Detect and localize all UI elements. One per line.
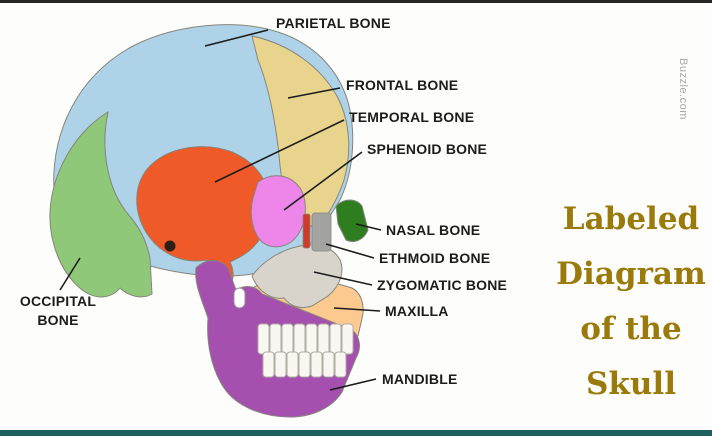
label-frontal-bone: FRONTAL BONE (346, 77, 459, 93)
ear-canal-dot (164, 240, 176, 252)
label-occipital-bone: OCCIPITAL BONE (19, 293, 97, 328)
leader-line-temporal (214, 119, 345, 183)
title-line-4: Skull (586, 366, 676, 402)
label-sphenoid-bone: SPHENOID BONE (367, 141, 488, 157)
zygomatic-bone-region (251, 244, 343, 309)
leader-line-zygomatic (313, 271, 373, 286)
label-parietal-bone: PARIETAL BONE (276, 15, 391, 31)
mandible-foramen-dot (233, 287, 246, 309)
diagram-title: Labeled Diagram of the Skull (556, 192, 706, 412)
label-nasal-bone: NASAL BONE (386, 222, 481, 238)
leader-line-ethmoid (325, 243, 375, 259)
label-mandible: MANDIBLE (382, 371, 458, 387)
sphenoid-bone-region (250, 175, 306, 248)
label-maxilla: MAXILLA (385, 303, 449, 319)
ethmoid-bone-red-region (302, 213, 311, 249)
watermark-text: Buzzle.com (677, 58, 689, 120)
title-line-3: of the (580, 311, 682, 347)
label-ethmoid-bone: ETHMOID BONE (379, 250, 491, 266)
leader-lines (59, 29, 382, 391)
title-line-2: Diagram (556, 256, 706, 292)
label-zygomatic-bone: ZYGOMATIC BONE (377, 277, 508, 293)
occipital-bone-region (49, 110, 153, 298)
leader-line-parietal (204, 29, 269, 47)
leader-line-sphenoid (283, 151, 363, 211)
leader-line-maxilla (333, 307, 381, 312)
upper-teeth (257, 323, 354, 355)
leader-line-nasal (355, 223, 382, 231)
lower-teeth (262, 351, 347, 378)
nasal-bone-region (335, 199, 369, 243)
leader-line-frontal (287, 87, 341, 99)
bottom-border (0, 430, 712, 436)
ethmoid-bone-gray-region (311, 212, 332, 252)
title-line-1: Labeled (562, 201, 700, 237)
leader-line-occipital (59, 257, 81, 291)
top-border (0, 0, 712, 3)
frontal-bone-region (251, 35, 350, 231)
label-temporal-bone: TEMPORAL BONE (349, 109, 475, 125)
leader-line-mandible (329, 378, 377, 391)
